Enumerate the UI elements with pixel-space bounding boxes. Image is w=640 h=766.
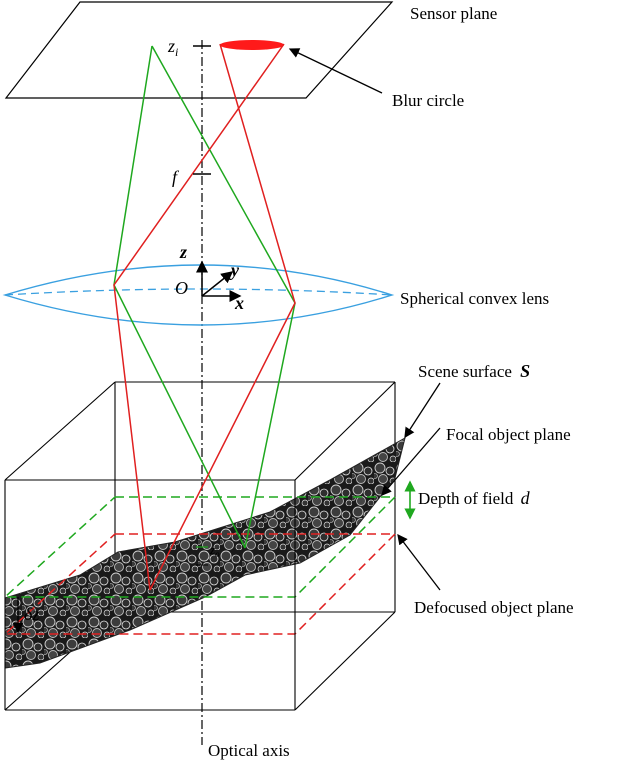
y-axis-label: y — [229, 260, 240, 280]
depth-of-field-label: Depth of field d — [418, 488, 531, 508]
origin-label: O — [175, 278, 188, 298]
sensor-plane — [4, 1, 394, 99]
scene-surface — [4, 436, 406, 669]
spherical-convex-lens — [2, 264, 395, 326]
callout-arrows — [288, 48, 441, 591]
f-label: f — [172, 167, 180, 187]
zi-label: zi — [167, 36, 178, 59]
lens-label: Spherical convex lens — [400, 289, 549, 308]
red-ray-right — [113, 43, 285, 591]
zo-label: zo — [209, 542, 220, 559]
sensor-plane-label: Sensor plane — [410, 4, 497, 23]
red-ray-left — [149, 43, 296, 591]
optical-axis-label: Optical axis — [208, 741, 290, 760]
blur-circle-label: Blur circle — [392, 91, 464, 110]
blur-circle — [220, 40, 284, 50]
scene-surface-label: Scene surface S — [418, 361, 530, 381]
scene-box-front — [4, 479, 396, 711]
coordinate-axes — [196, 260, 242, 302]
delta-z-label: δz — [24, 604, 39, 624]
focal-object-plane-label: Focal object plane — [446, 425, 571, 444]
z-axis-label: z — [179, 242, 187, 262]
defocused-object-plane-label: Defocused object plane — [414, 598, 574, 617]
x-axis-label: x — [234, 293, 244, 313]
green-ray-right — [151, 45, 296, 549]
